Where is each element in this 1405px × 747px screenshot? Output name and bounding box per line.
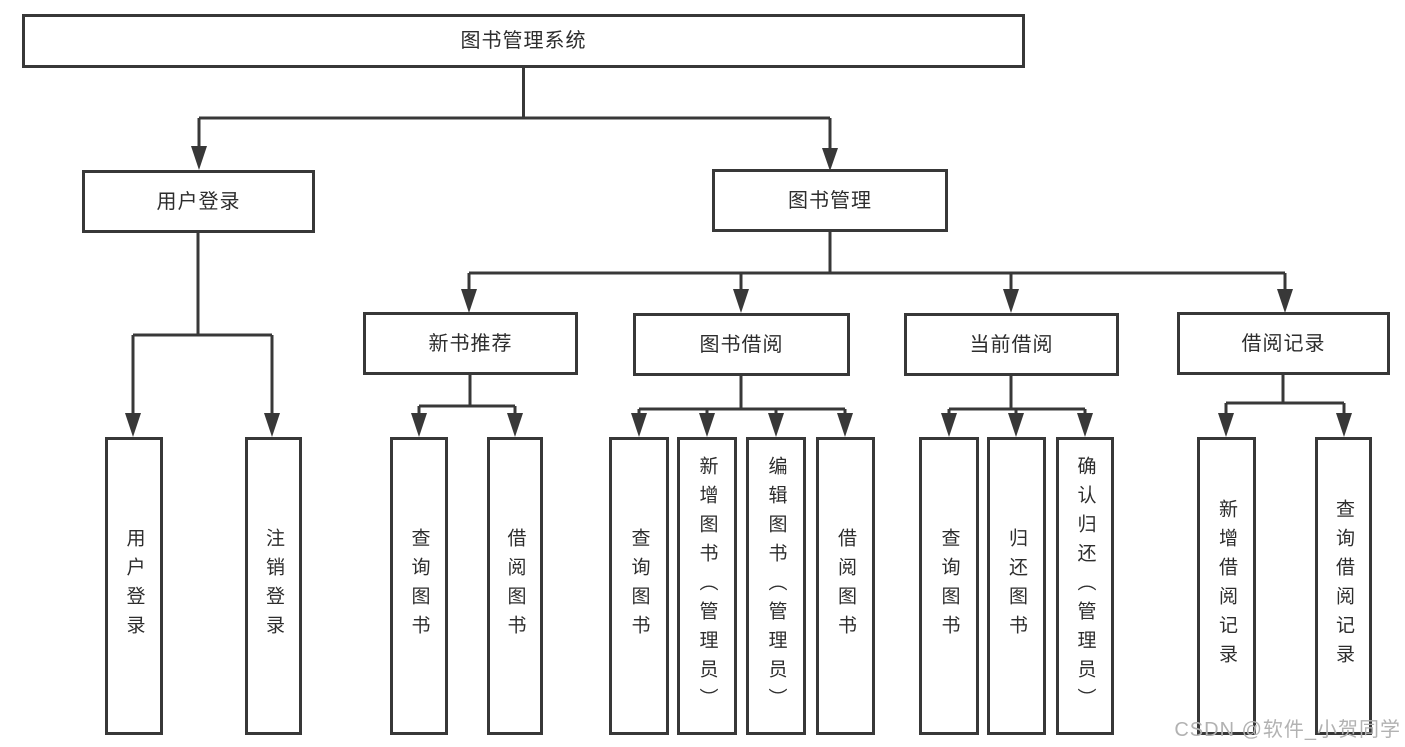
- node-user-login-label: 用户登录: [156, 190, 241, 213]
- leaf-br-add-record: 新增借阅记录: [1197, 437, 1256, 735]
- leaf-nbr-borrow-books: 借阅图书: [487, 437, 543, 735]
- arrow-down-icon: [191, 146, 207, 170]
- leaf-br-query-record-label: 查询借阅记录: [1333, 499, 1354, 673]
- leaf-cb-return-books: 归还图书: [987, 437, 1046, 735]
- connector-root: [197, 68, 832, 150]
- leaf-bb-add-books-admin-label: 新增图书（管理员）: [696, 455, 718, 717]
- arrow-down-icon: [699, 413, 715, 437]
- leaf-bb-add-books-admin: 新增图书（管理员）: [677, 437, 737, 735]
- leaf-user-login-label: 用户登录: [123, 528, 145, 644]
- node-new-book-recommend: 新书推荐: [363, 312, 578, 375]
- arrow-down-icon: [631, 413, 647, 437]
- connector-borrow-records: [1224, 375, 1346, 415]
- leaf-bb-borrow-books: 借阅图书: [816, 437, 875, 735]
- arrow-down-icon: [461, 289, 477, 313]
- node-book-management-label: 图书管理: [788, 189, 872, 212]
- leaf-cb-query-books-label: 查询图书: [938, 528, 960, 644]
- leaf-cb-query-books: 查询图书: [919, 437, 979, 735]
- arrow-down-icon: [125, 413, 141, 437]
- node-borrow-records: 借阅记录: [1177, 312, 1390, 375]
- leaf-bb-query-books: 查询图书: [609, 437, 669, 735]
- arrow-down-icon: [1218, 413, 1234, 437]
- arrow-down-icon: [264, 413, 280, 437]
- leaf-cb-confirm-return-admin-label: 确认归还（管理员）: [1074, 455, 1096, 717]
- leaf-cb-confirm-return-admin: 确认归还（管理员）: [1056, 437, 1114, 735]
- arrow-down-icon: [411, 413, 427, 437]
- leaf-bb-query-books-label: 查询图书: [628, 528, 650, 644]
- leaf-logout-label: 注销登录: [263, 528, 284, 644]
- arrow-down-icon: [733, 289, 749, 313]
- arrow-down-icon: [507, 413, 523, 437]
- arrow-down-icon: [1336, 413, 1352, 437]
- node-book-borrow: 图书借阅: [633, 313, 850, 376]
- arrow-down-icon: [1008, 413, 1024, 437]
- node-root: 图书管理系统: [22, 14, 1025, 68]
- leaf-br-query-record: 查询借阅记录: [1315, 437, 1372, 735]
- arrow-down-icon: [837, 413, 853, 437]
- connector-new-book-recommend: [417, 375, 517, 415]
- leaf-cb-return-books-label: 归还图书: [1006, 528, 1027, 644]
- watermark: CSDN @软件_小贺同学: [1174, 719, 1401, 741]
- leaf-bb-edit-books-admin-label: 编辑图书（管理员）: [765, 455, 787, 717]
- connector-current-borrow: [947, 376, 1087, 415]
- arrow-down-icon: [1277, 289, 1293, 313]
- node-book-borrow-label: 图书借阅: [699, 333, 784, 356]
- node-borrow-records-label: 借阅记录: [1241, 332, 1326, 355]
- leaf-br-add-record-label: 新增借阅记录: [1216, 499, 1237, 673]
- leaf-nbr-query-books-label: 查询图书: [408, 528, 430, 644]
- node-book-management: 图书管理: [712, 169, 948, 232]
- connector-book-borrow: [637, 376, 847, 415]
- arrow-down-icon: [1003, 289, 1019, 313]
- leaf-logout: 注销登录: [245, 437, 302, 735]
- leaf-user-login: 用户登录: [105, 437, 163, 735]
- arrow-down-icon: [1077, 413, 1093, 437]
- node-user-login: 用户登录: [82, 170, 315, 233]
- node-current-borrow: 当前借阅: [904, 313, 1119, 376]
- connector-user-login: [131, 233, 274, 415]
- arrow-down-icon: [941, 413, 957, 437]
- connector-book-management: [467, 232, 1287, 291]
- leaf-nbr-query-books: 查询图书: [390, 437, 448, 735]
- arrow-down-icon: [768, 413, 784, 437]
- leaf-nbr-borrow-books-label: 借阅图书: [504, 528, 526, 644]
- leaf-bb-edit-books-admin: 编辑图书（管理员）: [746, 437, 806, 735]
- node-new-book-recommend-label: 新书推荐: [428, 332, 513, 355]
- leaf-bb-borrow-books-label: 借阅图书: [835, 528, 856, 644]
- arrow-down-icon: [822, 148, 838, 171]
- node-root-label: 图书管理系统: [460, 30, 587, 52]
- node-current-borrow-label: 当前借阅: [969, 333, 1054, 356]
